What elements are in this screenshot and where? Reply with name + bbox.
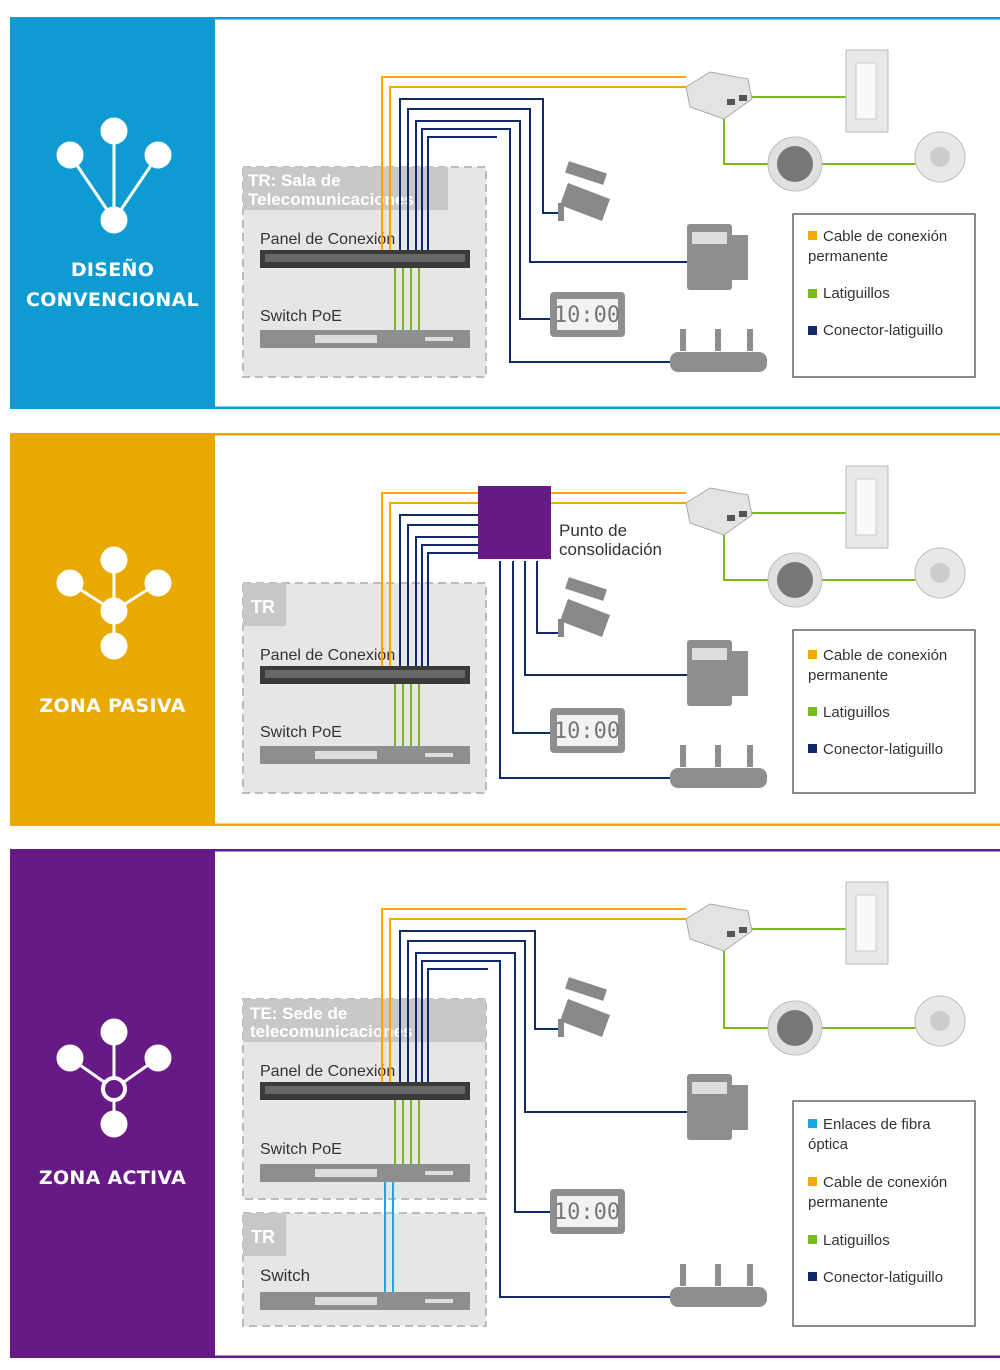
wall-outlet-icon [685, 487, 753, 536]
router-icon [670, 329, 767, 372]
ceiling-speaker-icon [767, 552, 823, 608]
tr-switch-label: Switch [260, 1266, 310, 1285]
legend-box [792, 1100, 976, 1327]
network-star-icon [56, 117, 172, 234]
clock-icon: 10:00 [550, 292, 625, 337]
patch-panel-label: Panel de Conexión [260, 231, 395, 248]
cables [381, 908, 920, 1298]
clock-display: 10:00 [554, 1200, 620, 1225]
network-star-icon [56, 1018, 172, 1138]
patch-panel-label: Panel de Conexión [260, 647, 395, 664]
cables [381, 76, 920, 363]
legend-patch-cords: Latiguillos [823, 704, 890, 721]
panel-passive-zone: ZONA PASIVA TR Panel de Conexión Switch … [10, 433, 1000, 826]
poe-switch-icon [260, 746, 470, 764]
pos-terminal-icon [687, 640, 748, 706]
camera-icon [558, 161, 610, 221]
tr-label: TR [251, 1227, 275, 1247]
legend-box [792, 213, 976, 378]
sensor-icon [914, 995, 966, 1047]
switch-label: Switch PoE [260, 724, 342, 741]
network-star-icon [56, 546, 172, 660]
wall-outlet-icon [685, 71, 753, 120]
consolidation-label-line2: consolidación [559, 540, 662, 559]
router-icon [670, 1264, 767, 1307]
diagram-active: TE: Sede de telecomunicaciones Panel de … [215, 849, 1000, 1358]
legend-connector-cord: Conector-latiguillo [823, 322, 943, 339]
switch-label: Switch PoE [260, 1141, 342, 1158]
panel-active-zone: ZONA ACTIVA TE: Sede de telecomunicacion… [10, 849, 1000, 1358]
pos-terminal-icon [687, 224, 748, 290]
ceiling-speaker-icon [767, 136, 823, 192]
patch-panel-icon [260, 1082, 470, 1100]
room-label: TR [251, 597, 275, 617]
pos-terminal-icon [687, 1074, 748, 1140]
panel-title-line1: DISEÑO [70, 259, 155, 281]
room-label-line1: TR: Sala de [248, 171, 341, 190]
patch-panel-label: Panel de Conexión [260, 1063, 395, 1080]
panel-conventional-design: DISEÑO CONVENCIONAL TR: Sala de Telecomu… [10, 17, 1000, 409]
diagram-conventional: TR: Sala de Telecomunicaciones Panel de … [215, 17, 1000, 409]
patch-panel-icon [260, 250, 470, 268]
legend-patch-cords: Latiguillos [823, 285, 890, 302]
legend-connector-cord: Conector-latiguillo [823, 1269, 943, 1286]
room-label-line2: Telecomunicaciones [248, 190, 414, 209]
camera-icon [558, 977, 610, 1037]
legend-box [792, 629, 976, 794]
router-icon [670, 745, 767, 788]
cables [381, 492, 920, 779]
consolidation-point [478, 486, 551, 559]
side-banner-conventional: DISEÑO CONVENCIONAL [10, 17, 215, 409]
camera-icon [558, 577, 610, 637]
clock-display: 10:00 [554, 719, 620, 744]
side-banner-passive: ZONA PASIVA [10, 433, 215, 826]
legend-connector-cord: Conector-latiguillo [823, 741, 943, 758]
light-switch-icon [845, 49, 889, 133]
consolidation-label-line1: Punto de [559, 521, 627, 540]
switch-label: Switch PoE [260, 308, 342, 325]
clock-icon: 10:00 [550, 1189, 625, 1234]
room-label-line1: TE: Sede de [250, 1004, 347, 1023]
diagram-passive: TR Panel de Conexión Switch PoE P [215, 433, 1000, 826]
poe-switch-icon [260, 330, 470, 348]
sensor-icon [914, 547, 966, 599]
panel-title-line2: CONVENCIONAL [25, 289, 200, 311]
wall-outlet-icon [685, 903, 753, 952]
clock-display: 10:00 [554, 303, 620, 328]
patch-panel-icon [260, 666, 470, 684]
sensor-icon [914, 131, 966, 183]
light-switch-icon [845, 881, 889, 965]
tr-switch-icon [260, 1292, 470, 1310]
panel-title: ZONA ACTIVA [38, 1167, 187, 1189]
room-label-line2: telecomunicaciones [250, 1022, 413, 1041]
legend-patch-cords: Latiguillos [823, 1232, 890, 1249]
poe-switch-icon [260, 1164, 470, 1182]
light-switch-icon [845, 465, 889, 549]
ceiling-speaker-icon [767, 1000, 823, 1056]
panel-title: ZONA PASIVA [39, 695, 186, 717]
clock-icon: 10:00 [550, 708, 625, 753]
side-banner-active: ZONA ACTIVA [10, 849, 215, 1358]
